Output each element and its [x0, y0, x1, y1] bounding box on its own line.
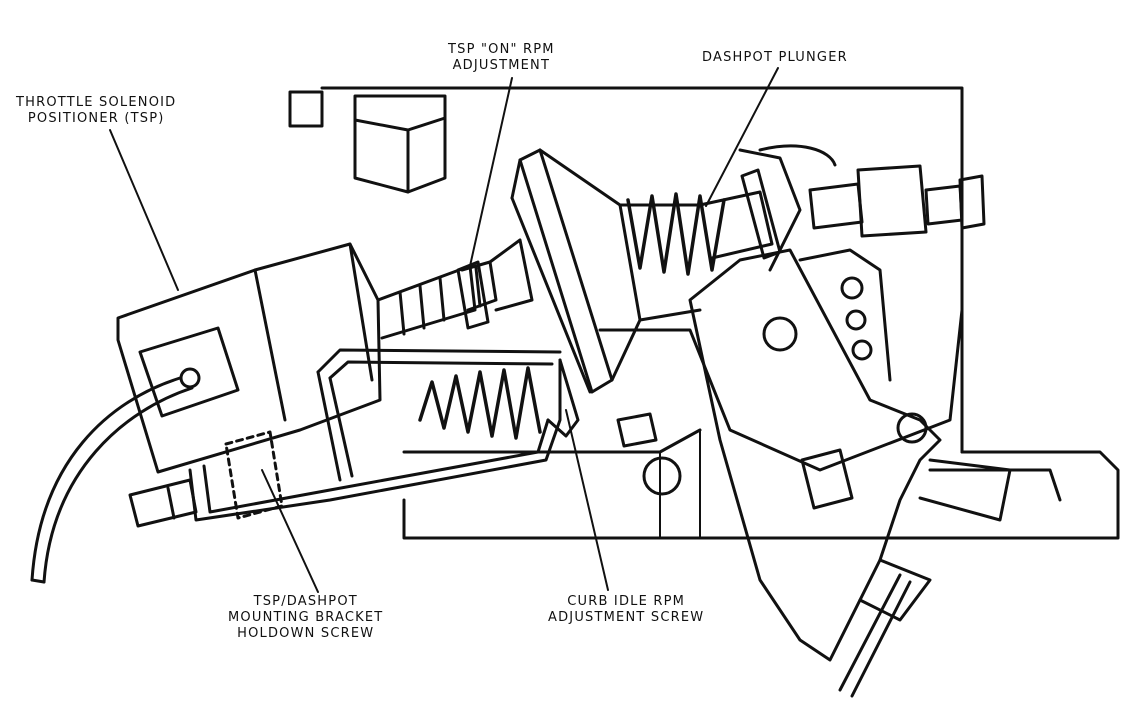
dashpot-spring [626, 192, 726, 276]
tsp-on-rpm-nut [456, 260, 490, 330]
leader-bracket-screw [261, 469, 319, 593]
label-tsp-on-rpm-adjustment: TSP "ON" RPM ADJUSTMENT [448, 42, 555, 73]
leader-dashpot-plunger [705, 67, 779, 207]
carburetor-body [288, 86, 1120, 540]
plate-bolt [616, 412, 658, 448]
tsp-wire [30, 376, 194, 584]
curb-idle-spring [418, 366, 542, 440]
label-tsp-dashpot-mounting-bracket-holdown-screw: TSP/DASHPOT MOUNTING BRACKET HOLDOWN SCR… [228, 594, 384, 641]
dashpot-plunger-rod [698, 144, 837, 260]
label-curb-idle-rpm-adjustment-screw: CURB IDLE RPM ADJUSTMENT SCREW [548, 594, 705, 625]
leader-tsp [109, 129, 179, 291]
throttle-lever [642, 148, 942, 662]
mounting-bracket [188, 348, 580, 522]
label-dashpot-plunger: DASHPOT PLUNGER [702, 50, 848, 65]
tsp-stem [376, 238, 534, 340]
throttle-stop-screw [808, 164, 986, 238]
choke-housing-block [353, 94, 447, 194]
tsp-solenoid-body [116, 242, 382, 474]
throttle-rod [838, 458, 1012, 698]
dashpot-diaphragm [510, 148, 702, 394]
mounting-plate [598, 308, 964, 539]
solenoid-stud [128, 430, 284, 528]
leader-curb-idle [565, 409, 609, 591]
label-throttle-solenoid-positioner: THROTTLE SOLENOID POSITIONER (TSP) [16, 95, 177, 126]
leader-lines [109, 67, 779, 593]
leader-tsp-on-rpm [469, 77, 513, 267]
